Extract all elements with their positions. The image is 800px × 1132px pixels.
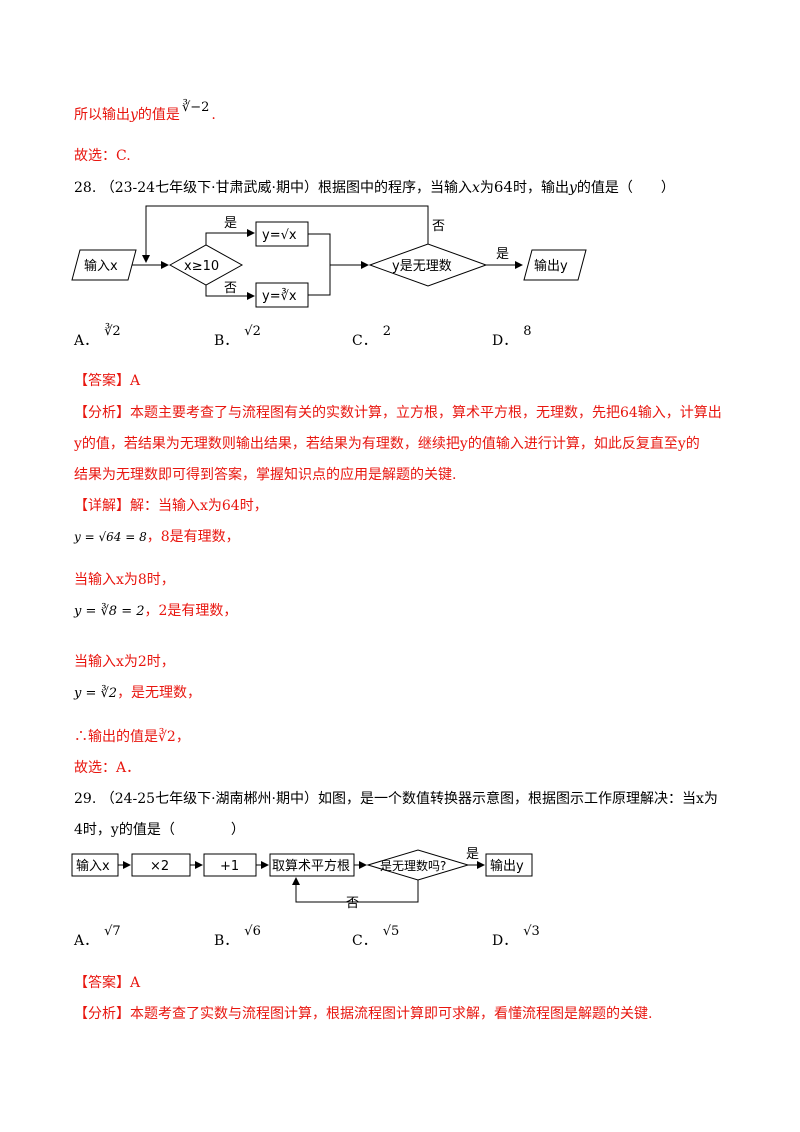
q29-flowchart: 输入x ×2 +1 取算术平方根 是无理数吗? 是 输出y 否: [71, 847, 533, 911]
q29-yes-label: 是: [466, 847, 479, 862]
q29-analysis-1: 【分析】本题考查了实数与流程图计算，根据流程图计算即可求解，看懂流程图是解题的关…: [74, 1006, 653, 1022]
q28-option-b[interactable]: B．√2: [214, 324, 261, 349]
q29-option-a[interactable]: A．√7: [74, 924, 121, 949]
q29-output-label: 输出y: [490, 858, 524, 874]
q28-analysis-1: 【分析】本题主要考查了与流程图有关的实数计算，立方根，算术平方根，无理数，先把6…: [74, 405, 722, 421]
q29-option-c[interactable]: C．√5: [352, 924, 400, 949]
q28-no2-label: 否: [432, 219, 445, 234]
q29-stem-2: 4时，y的值是（ ）: [74, 822, 245, 838]
q29-stem-1: 29. （24-25七年级下·湖南郴州·期中）如图，是一个数值转换器示意图，根据…: [74, 791, 718, 807]
q28-input-label: 输入x: [84, 258, 118, 274]
q28-detail-5: 当输入x为2时，: [74, 654, 175, 670]
q28-yes2-label: 是: [496, 247, 509, 262]
q28-yes1-label: 是: [224, 216, 237, 231]
q27-result-line: 所以输出y的值是∛−2.: [74, 100, 216, 123]
q28-sqrt-label: y=√x: [262, 228, 297, 243]
q28-cbrt-label: y=∛x: [262, 288, 297, 304]
q29-sqrt-label: 取算术平方根: [272, 858, 350, 874]
q29-option-b[interactable]: B．√6: [214, 924, 261, 949]
q28-input-shape: [71, 249, 137, 281]
q29-output-box: [485, 853, 533, 877]
q28-detail-4: y = ∛8 = 2，2是有理数，: [74, 603, 238, 619]
q28-check-label: y是无理数: [392, 259, 452, 274]
q28-no1-label: 否: [224, 281, 237, 296]
q28-detail-2: y = √64 = 8，8是有理数，: [74, 529, 240, 545]
q28-detail-7: ∴输出的值是∛2，: [74, 729, 190, 745]
q28-stem: 28. （23-24七年级下·甘肃武威·期中）根据图中的程序，当输入x为64时，…: [74, 178, 675, 196]
q28-output-shape: [523, 249, 587, 281]
q29-answer: 【答案】A: [74, 975, 141, 991]
q28-option-a[interactable]: A．∛2: [74, 324, 121, 349]
q28-condition-label: x≥10: [184, 259, 219, 274]
q28-detail-3: 当输入x为8时，: [74, 572, 175, 588]
q28-detail-6: y = ∛2，是无理数，: [74, 685, 202, 701]
q28-option-d[interactable]: D．8: [492, 324, 532, 349]
q29-add-label: +1: [220, 859, 239, 874]
q28-analysis-2: y的值，若结果为无理数则输出结果，若结果为有理数，继续把y的值输入进行计算，如此…: [74, 436, 700, 452]
q29-check-label: 是无理数吗?: [380, 858, 446, 873]
q28-detail-1: 【详解】解：当输入x为64时，: [74, 498, 268, 514]
q28-option-c[interactable]: C．2: [352, 324, 391, 349]
q28-answer: 【答案】A: [74, 373, 141, 389]
q29-input-label: 输入x: [76, 858, 110, 874]
q28-condition-diamond: [168, 244, 244, 286]
q28-choice: 故选：A．: [74, 760, 141, 776]
q29-option-d[interactable]: D．√3: [492, 924, 540, 949]
q27-choice: 故选：C.: [74, 148, 131, 164]
q29-no-label: 否: [346, 896, 359, 911]
q28-output-label: 输出y: [534, 258, 568, 274]
q29-mul-label: ×2: [150, 859, 169, 874]
q28-analysis-3: 结果为无理数即可得到答案，掌握知识点的应用是解题的关键.: [74, 467, 457, 483]
q28-flowchart: 输入x x≥10 是 y=√x 否 y=∛x y是无理数 是 输出y 否: [71, 205, 587, 308]
